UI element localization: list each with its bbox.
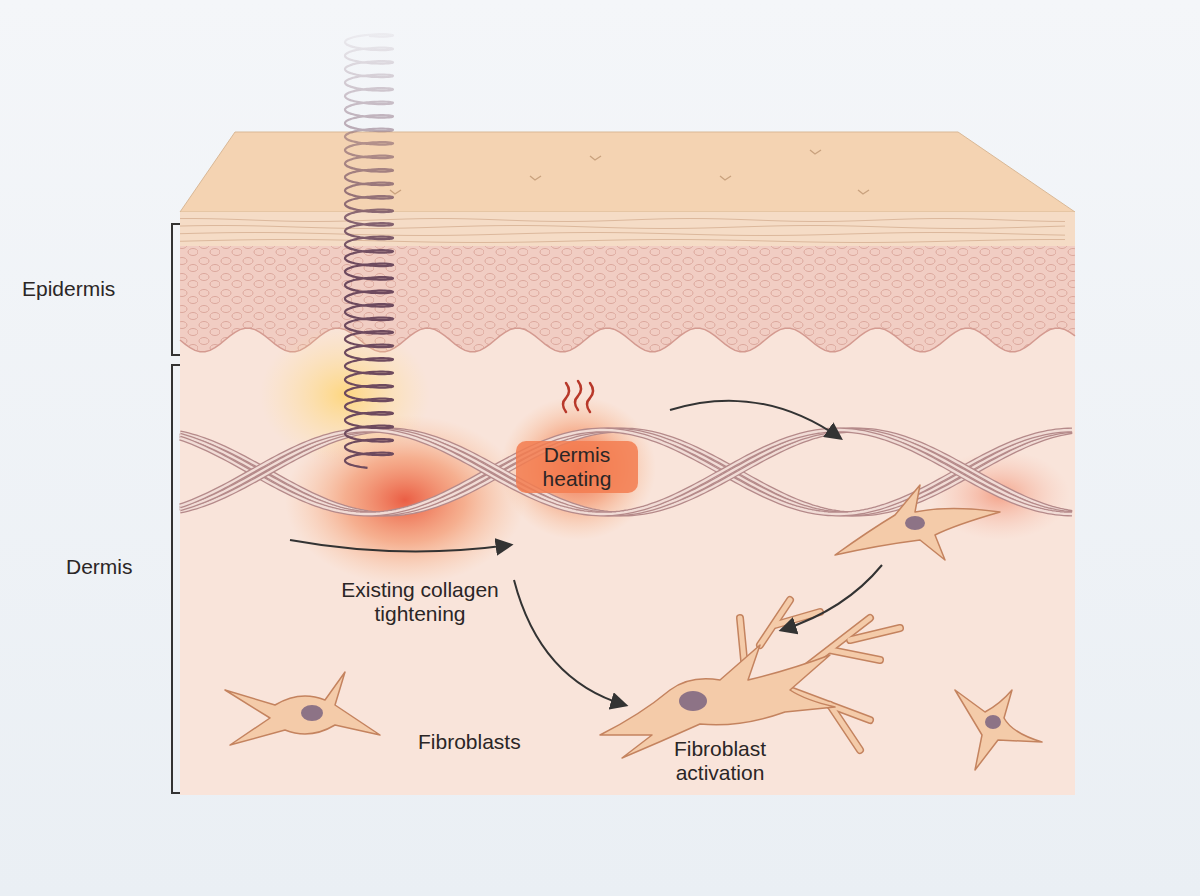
collagen-fibers [180,430,1072,514]
cell-nucleus [301,516,1001,729]
collagen-strand-core [180,430,1072,514]
dermis-layer [180,212,1075,795]
stratum-line [180,233,1065,236]
collagen-strand-core [180,430,1072,514]
part-label: Epidermis [22,277,162,301]
stratum-line [180,219,1065,222]
collagen-strand [180,430,1072,514]
part-label: Fibroblast activation [630,737,810,785]
activated-fibroblast [600,600,900,758]
layer-bracket [172,224,180,793]
collagen-strand [180,430,1072,514]
part-label: Existing collagen tightening [315,578,525,626]
stratum-line [180,226,1065,229]
part-label: Dermis heating [516,441,638,493]
collagen-strand-core [180,430,1072,514]
collagen-strand-core [180,430,1072,514]
collagen-strand-core [180,430,1072,514]
collagen-strand [180,430,1072,514]
fibroblast-cell [225,485,1042,770]
collagen-strand-core [180,430,1072,514]
stratum-corneum [180,212,1075,246]
stratum-line [180,240,1065,243]
energy-wave [345,34,393,468]
collagen-strand [180,430,1072,514]
heat-symbol [563,381,593,412]
skin-surface [180,132,1075,212]
collagen-strand [180,430,1072,514]
part-label: Fibroblasts [418,730,568,754]
collagen-strand [180,430,1072,514]
part-label: Dermis [66,555,166,579]
surface-marks [390,150,869,194]
energy-coil [345,34,393,468]
process-arrow [290,401,882,705]
